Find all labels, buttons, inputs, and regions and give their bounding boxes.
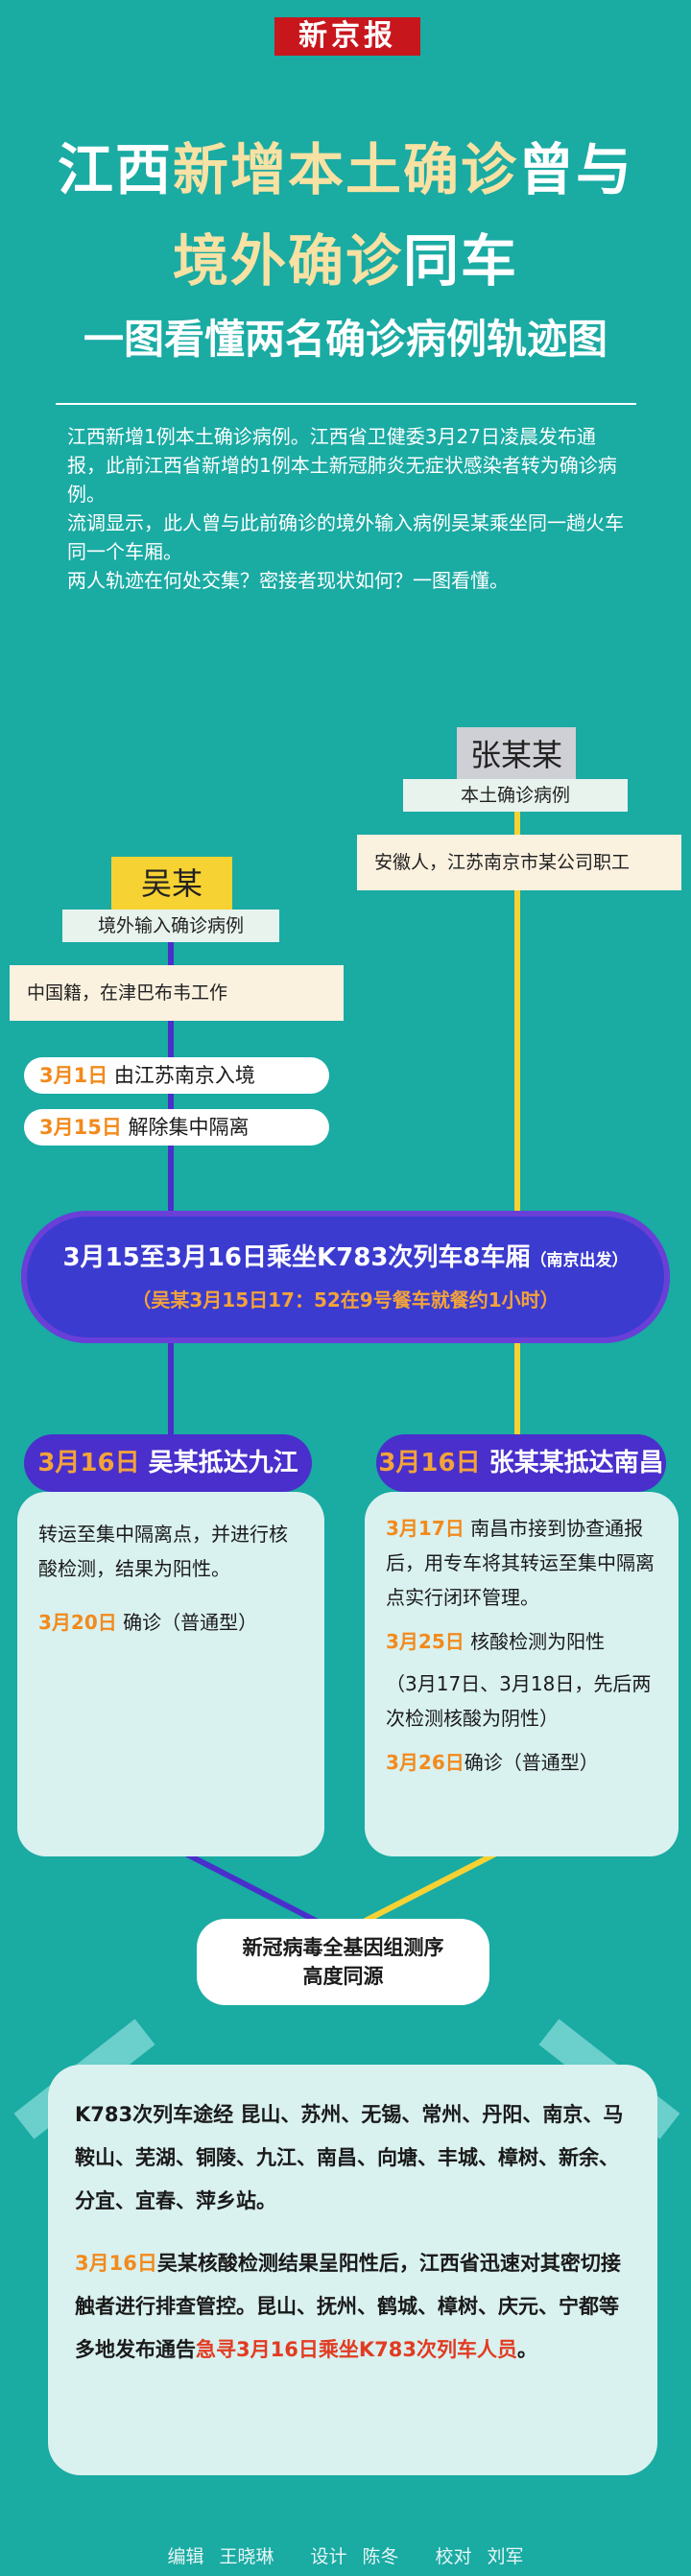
card-text: （3月17日、3月18日，先后两次检测核酸为阴性） (386, 1672, 652, 1730)
card-text: 南昌市接到协查通报后，用专车将其转运至集中隔离点实行闭环管理。 (386, 1517, 655, 1609)
zhang-info-box: 安徽人，江苏南京市某公司职工 (357, 835, 681, 890)
card-text: 确诊（普通型） (123, 1611, 258, 1634)
control-end: 。 (516, 2338, 537, 2361)
intro-paragraph: 江西新增1例本土确诊病例。江西省卫健委3月27日凌晨发布通报，此前江西省新增的1… (67, 425, 617, 506)
card-date: 3月17日 (386, 1517, 465, 1540)
zhang-case-tag: 本土确诊病例 (403, 779, 628, 812)
title-part: 江西 (57, 137, 173, 202)
wu-info-box: 中国籍，在津巴布韦工作 (10, 965, 344, 1021)
route-info-card: K783次列车途经 昆山、苏州、无锡、常州、丹阳、南京、马鞍山、芜湖、铜陵、九江… (48, 2065, 657, 2475)
card-text: 确诊（普通型） (464, 1751, 599, 1774)
zhang-arrival-header: 3月16日 张某某抵达南昌 (376, 1434, 666, 1492)
wu-event-2: 3月15日 解除集中隔离 (24, 1109, 329, 1146)
card-date: 3月26日 (386, 1751, 465, 1774)
card-text: 转运至集中隔离点，并进行核酸检测，结果为阳性。 (38, 1523, 288, 1580)
card-text: 核酸检测为阳性 (470, 1630, 606, 1653)
event-text: 由江苏南京入境 (113, 1064, 255, 1087)
card-date: 3月20日 (38, 1611, 117, 1634)
control-alert: 急寻3月16日乘坐K783次列车人员 (196, 2338, 517, 2361)
wu-name-badge: 吴某 (111, 857, 232, 910)
newspaper-logo: 新京报 (274, 17, 420, 56)
control-date: 3月16日 (75, 2252, 157, 2275)
title-line-2: 境外确诊同车 (0, 216, 691, 296)
wu-event-1: 3月1日 由江苏南京入境 (24, 1057, 329, 1094)
arrival-title: 张某某抵达南昌 (488, 1449, 664, 1477)
train-note: （吴某3月15日17：52在9号餐车就餐约1小时） (131, 1288, 560, 1312)
wu-arrival-header: 3月16日 吴某抵达九江 (24, 1434, 312, 1492)
arrival-title: 吴某抵达九江 (148, 1449, 298, 1477)
credits: 编辑 王晓琳 设计 陈冬 校对 刘军 (167, 2546, 524, 2567)
route-paragraph: K783次列车途经 昆山、苏州、无锡、常州、丹阳、南京、马鞍山、芜湖、铜陵、九江… (75, 2103, 624, 2212)
title-part: 曾与 (518, 137, 634, 202)
merge-line-2: 高度同源 (302, 1965, 384, 1988)
wu-arrival-card: 转运至集中隔离点，并进行核酸检测，结果为阳性。 3月20日 确诊（普通型） (17, 1492, 324, 1856)
train-sub: （南京出发） (530, 1251, 629, 1270)
genome-result-box: 新冠病毒全基因组测序 高度同源 (197, 1919, 489, 2005)
train-main: 3月15至3月16日乘坐K783次列车8车厢（南京出发） (21, 1238, 670, 1273)
title-part: 同车 (403, 228, 519, 294)
intro-paragraph: 流调显示，此人曾与此前确诊的境外输入病例吴某乘坐同一趟火车同一个车厢。 (67, 511, 624, 563)
arrival-date: 3月16日 (37, 1449, 140, 1477)
control-paragraph: 3月16日吴某核酸检测结果呈阳性后，江西省迅速对其密切接触者进行排查管控。昆山、… (75, 2242, 631, 2372)
event-text: 解除集中隔离 (128, 1116, 250, 1139)
subtitle: 一图看懂两名确诊病例轨迹图 (83, 316, 608, 363)
divider (56, 403, 636, 405)
zhang-name-badge: 张某某 (457, 727, 576, 783)
intro-text: 江西新增1例本土确诊病例。江西省卫健委3月27日凌晨发布通报，此前江西省新增的1… (67, 422, 624, 595)
zhang-timeline-line (514, 1343, 520, 1434)
train-main-text: 3月15至3月16日乘坐K783次列车8车厢 (62, 1243, 531, 1272)
title-highlight: 境外确诊 (172, 228, 403, 294)
title-highlight: 新增本土确诊 (172, 137, 518, 202)
intro-paragraph: 两人轨迹在何处交集？密接者现状如何？一图看懂。 (67, 569, 509, 592)
title-line-1: 江西新增本土确诊曾与 (0, 125, 691, 205)
event-date: 3月15日 (39, 1116, 122, 1139)
event-date: 3月1日 (39, 1064, 108, 1087)
zhang-timeline-line (514, 806, 520, 1218)
card-date: 3月25日 (386, 1630, 465, 1653)
arrival-date: 3月16日 (378, 1449, 481, 1477)
merge-line-1: 新冠病毒全基因组测序 (242, 1936, 444, 1959)
wu-timeline-line (168, 1343, 174, 1434)
control-text: 吴某核酸检测结果呈阳性后，江西省迅速对其密切接触者进行排查管控。昆山、抚州、鹤城… (75, 2252, 621, 2361)
wu-case-tag: 境外输入确诊病例 (62, 910, 279, 942)
zhang-arrival-card: 3月17日 南昌市接到协查通报后，用专车将其转运至集中隔离点实行闭环管理。 3月… (365, 1492, 679, 1856)
train-banner: 3月15至3月16日乘坐K783次列车8车厢（南京出发） （吴某3月15日17：… (21, 1211, 670, 1343)
